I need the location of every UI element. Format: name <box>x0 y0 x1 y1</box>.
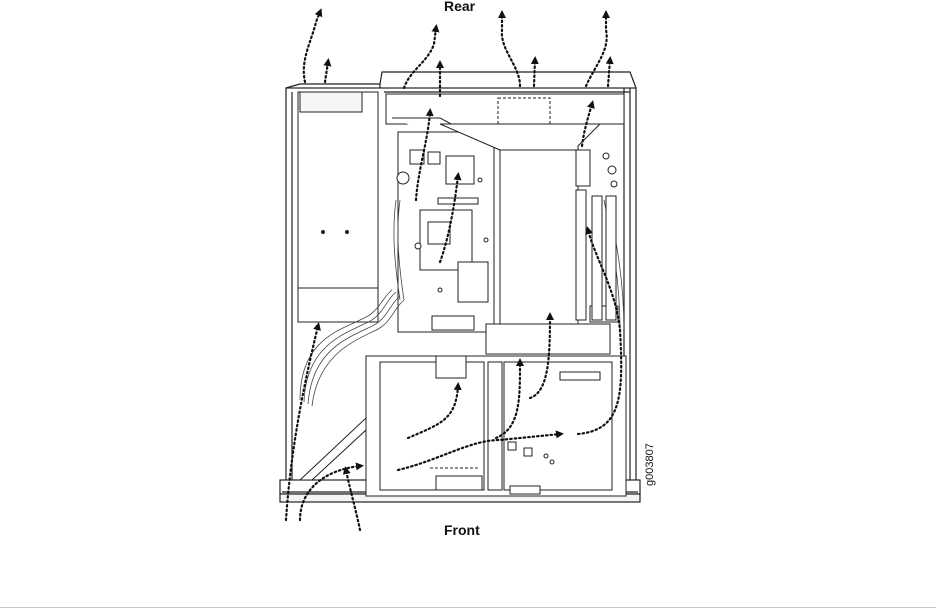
drive-bays <box>366 356 626 496</box>
motherboard <box>397 132 494 332</box>
footer-rule <box>0 607 936 608</box>
power-supply <box>298 92 378 322</box>
